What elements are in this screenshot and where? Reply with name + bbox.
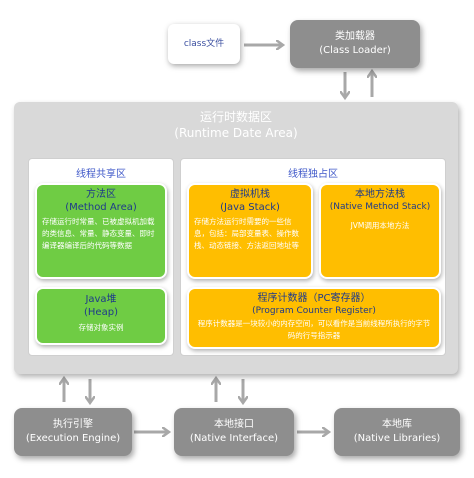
heap-subtitle: (Heap)	[84, 307, 118, 318]
native-interface-box: 本地接口 (Native Interface)	[174, 408, 294, 456]
exclusive-panel-title: 线程独占区	[288, 169, 338, 180]
class-file-box: class文件	[168, 24, 240, 64]
shared-panel-title: 线程共享区	[76, 169, 126, 180]
native-libraries-box: 本地库 (Native Libraries)	[334, 408, 460, 456]
shared-thread-panel: 线程共享区 方法区 (Method Area) 存储运行时常量、已被虚拟机加载的…	[28, 158, 174, 356]
native-stack-desc: JVM调用本地方法	[350, 221, 410, 230]
pc-register-subtitle: (Program Counter Register)	[252, 306, 376, 316]
java-stack-subtitle: (Java Stack)	[220, 202, 280, 213]
execution-engine-title: 执行引擎	[53, 419, 93, 430]
heap-title: Java堆	[85, 294, 117, 305]
pc-register-title: 程序计数器（PC寄存器）	[257, 293, 371, 304]
native-libraries-subtitle: (Native Libraries)	[353, 433, 441, 444]
class-file-label: class文件	[183, 39, 225, 49]
java-stack-title: 虚拟机栈	[230, 189, 270, 200]
class-loader-subtitle: (Class Loader)	[319, 45, 391, 56]
method-area-subtitle: (Method Area)	[65, 202, 137, 213]
native-interface-subtitle: (Native Interface)	[189, 433, 279, 444]
native-stack-title: 本地方法栈	[355, 189, 405, 200]
pc-register-box: 程序计数器（PC寄存器） (Program Counter Register) …	[187, 287, 441, 349]
method-area-desc: 存储运行时常量、已被虚拟机加载的类信息、常量、静态变量、即时编译器编译后的代码等…	[42, 217, 155, 250]
class-loader-box: 类加载器 (Class Loader)	[290, 20, 420, 68]
runtime-area-subtitle: (Runtime Date Area)	[174, 126, 298, 140]
execution-engine-box: 执行引擎 (Execution Engine)	[14, 408, 132, 456]
java-stack-desc: 存储方法运行时需要的一些信息，包括：局部变量表、操作数栈、动态链接、方法返回地址…	[194, 217, 299, 250]
method-area-title: 方法区	[86, 189, 116, 200]
exclusive-thread-panel: 线程独占区 虚拟机栈 (Java Stack) 存储方法运行时需要的一些信息，包…	[180, 158, 446, 356]
runtime-data-area: 运行时数据区 (Runtime Date Area) 线程共享区 方法区 (Me…	[14, 102, 458, 374]
heap-desc: 存储对象实例	[78, 323, 124, 332]
runtime-area-title: 运行时数据区	[199, 110, 272, 124]
pc-register-desc: 程序计数器是一块较小的内存空间，可以看作是当前线程所执行的字节码的行号指示器	[197, 319, 431, 340]
class-loader-title: 类加载器	[335, 31, 375, 42]
native-interface-title: 本地接口	[214, 419, 254, 430]
native-method-stack-box: 本地方法栈 (Native Method Stack) JVM调用本地方法	[319, 183, 441, 279]
java-stack-box: 虚拟机栈 (Java Stack) 存储方法运行时需要的一些信息，包括：局部变量…	[187, 183, 313, 279]
heap-box: Java堆 (Heap) 存储对象实例	[35, 287, 167, 345]
native-libraries-title: 本地库	[382, 419, 412, 430]
native-stack-subtitle: (Native Method Stack)	[329, 202, 431, 212]
execution-engine-subtitle: (Execution Engine)	[25, 433, 121, 444]
method-area-box: 方法区 (Method Area) 存储运行时常量、已被虚拟机加载的类信息、常量…	[35, 183, 167, 279]
